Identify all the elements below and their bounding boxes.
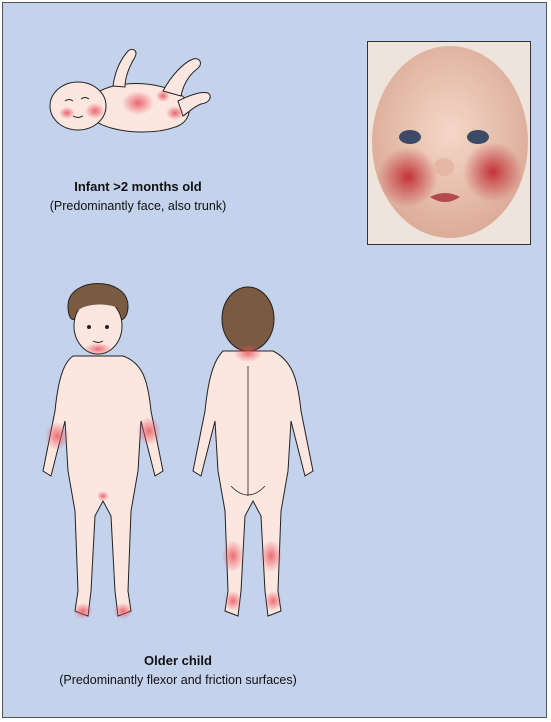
- infant-title: Infant >2 months old: [13, 179, 263, 194]
- older-child-title: Older child: [13, 653, 343, 668]
- infant-face-photo: [367, 41, 531, 245]
- older-child-back-illustration: [173, 271, 333, 646]
- older-child-caption: Older child (Predominantly flexor and fr…: [13, 653, 343, 687]
- infant-subtitle: (Predominantly face, also trunk): [13, 199, 263, 213]
- older-child-front-illustration: [23, 271, 183, 646]
- older-child-subtitle: (Predominantly flexor and friction surfa…: [13, 673, 343, 687]
- infant-illustration: [43, 41, 213, 141]
- infant-caption: Infant >2 months old (Predominantly face…: [13, 179, 263, 213]
